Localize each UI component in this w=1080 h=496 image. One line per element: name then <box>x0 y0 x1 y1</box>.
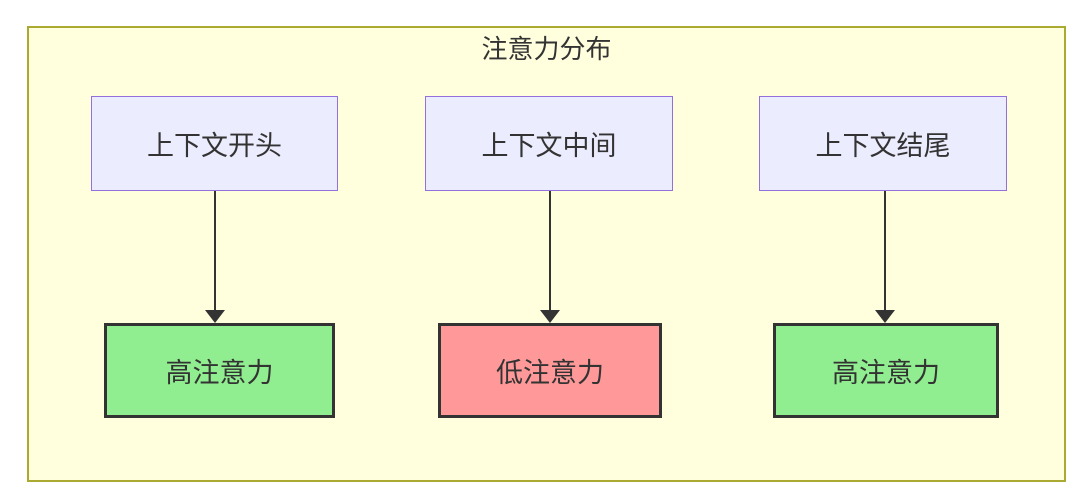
edge-arrow-down-icon <box>540 191 560 323</box>
node-context-end: 上下文结尾 <box>759 96 1007 191</box>
attention-distribution-subgraph: 注意力分布 上下文开头 高注意力 上下文中间 低注意力 上下文结尾 高注意力 <box>27 26 1066 482</box>
node-high-attention-2: 高注意力 <box>773 323 999 418</box>
node-low-attention: 低注意力 <box>438 323 662 418</box>
diagram-title: 注意力分布 <box>481 34 612 64</box>
node-context-start: 上下文开头 <box>91 96 338 191</box>
edge-arrow-down-icon <box>875 191 895 323</box>
node-high-attention-1: 高注意力 <box>104 323 335 418</box>
edge-arrow-down-icon <box>205 191 225 323</box>
node-context-middle: 上下文中间 <box>425 96 673 191</box>
